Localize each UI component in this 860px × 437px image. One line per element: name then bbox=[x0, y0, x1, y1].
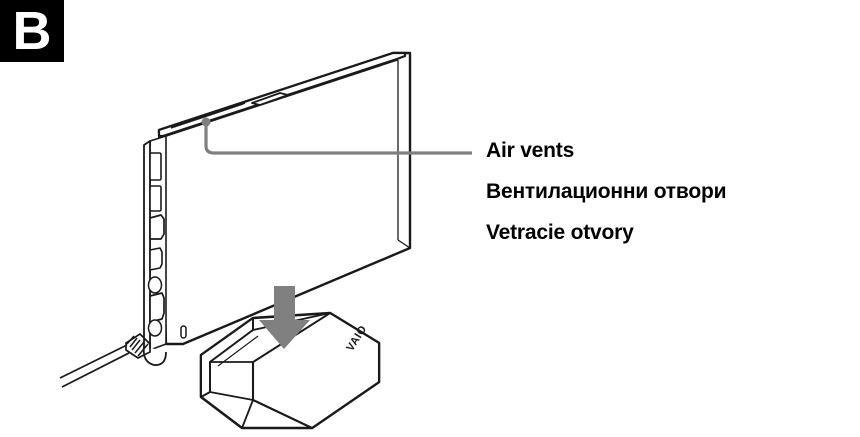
stand-bottom-bevel bbox=[241, 399, 254, 429]
step-badge: B bbox=[0, 0, 64, 62]
power-cable-lead-lower bbox=[61, 352, 130, 388]
port-panel bbox=[143, 135, 167, 351]
device-right-bottom-fillet bbox=[397, 239, 411, 249]
insertion-arrow bbox=[259, 286, 310, 349]
callout-label-air-vents-en: Air vents bbox=[486, 139, 575, 162]
port-panel-outer-edge bbox=[143, 140, 151, 351]
air-vents-top-edge bbox=[170, 102, 246, 129]
vga-thumbscrew-top bbox=[147, 276, 163, 294]
stand-channel-inner-line bbox=[217, 335, 259, 367]
callout-label-air-vents-bg: Вентилационни отвори bbox=[486, 180, 727, 203]
top-edge-tab bbox=[251, 92, 289, 106]
vaio-stand: VAIO bbox=[199, 311, 381, 430]
stand-channel-crease bbox=[209, 391, 254, 401]
air-vents-leader-line bbox=[201, 117, 472, 155]
power-cable-strain-relief bbox=[125, 333, 151, 359]
status-indicator-slot bbox=[180, 325, 187, 339]
usb-port-lower bbox=[149, 185, 162, 212]
air-vents-anchor-dot bbox=[201, 117, 211, 127]
stand-bottom-edge bbox=[252, 399, 313, 429]
callout-label-air-vents-sk: Vetracie otvory bbox=[486, 221, 634, 244]
usb-port-upper bbox=[149, 152, 162, 181]
step-badge-letter: B bbox=[12, 1, 52, 61]
power-cable-connector-body bbox=[125, 333, 151, 359]
device-body bbox=[142, 51, 412, 366]
leader-line-path bbox=[204, 124, 472, 155]
hdmi-port bbox=[149, 247, 163, 271]
ethernet-port bbox=[149, 214, 165, 240]
vga-thumbscrew-bottom bbox=[147, 319, 163, 337]
vga-port bbox=[149, 292, 165, 323]
power-cable-lead-upper bbox=[59, 344, 128, 379]
power-cable bbox=[59, 333, 151, 388]
